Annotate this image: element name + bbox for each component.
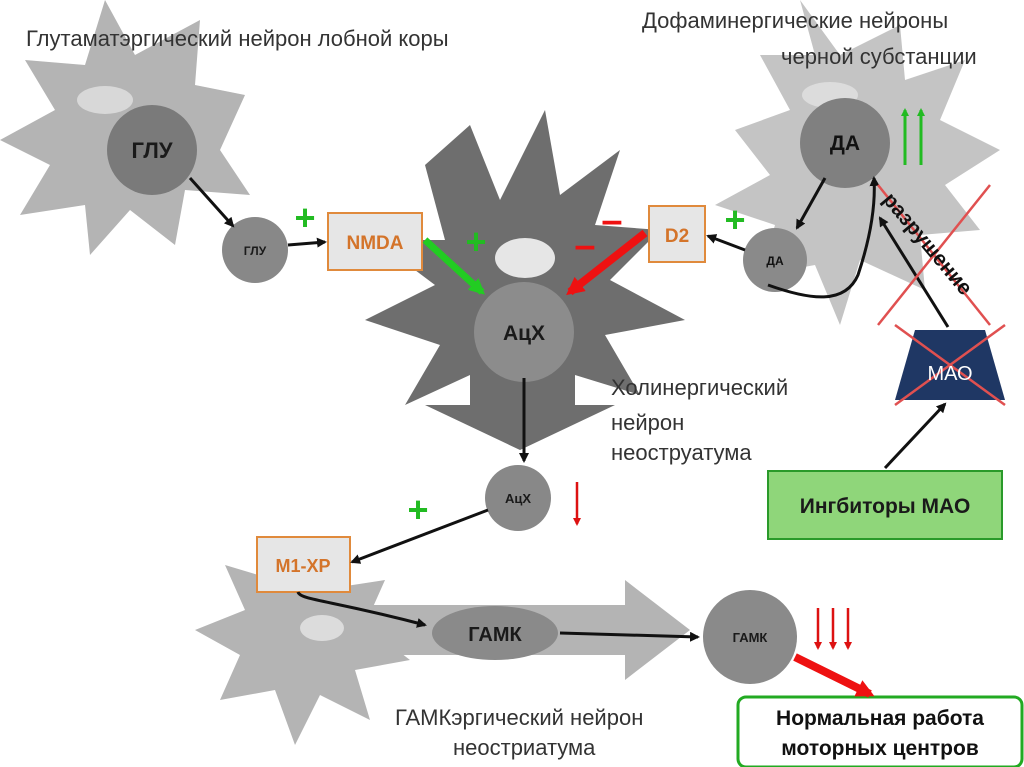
arrow-gaba-to-gaba [559,631,700,642]
plus-sign-ach: + [465,221,486,262]
dopaminergic-neuron-label-1: Дофаминергические нейроны [642,8,948,33]
arrow-da-to-d2 [706,234,746,252]
ach-big-label: АцХ [503,322,545,345]
arrow-inhibitors-to-mao [883,402,947,470]
m1-receptor-box [256,536,351,593]
cholinergic-neuron-label-1: Холинергический [611,375,788,400]
triple-down-arrow-icon [814,608,852,650]
arrow-da-reuptake [767,176,880,299]
plus-sign-m1: + [407,489,428,530]
minus-sign-ach: – [574,225,595,267]
plus-sign-d2: + [724,199,745,240]
glu-small-label: ГЛУ [244,244,267,258]
ach-small-circle [485,465,551,531]
da-big-label: ДА [830,132,860,155]
mao-label: МАО [927,363,972,385]
dopaminergic-neuron-label-2: черной субстанции [781,44,977,69]
gabaergic-neuron-label-1: ГАМКэргический нейрон [395,705,643,730]
gabaergic-neuron-nucleus [300,615,344,641]
nmda-receptor-box [327,212,423,271]
gaba-small-circle [703,590,797,684]
nmda-label: NMDA [347,233,404,254]
double-up-arrow-icon [901,108,925,165]
arrow-m1-to-gaba [296,591,427,628]
da-small-label: ДА [766,254,784,268]
plus-sign-nmda: + [294,197,315,238]
glutamatergic-neuron-nucleus [77,86,133,114]
gabaergic-neuron-shape [195,545,410,745]
gaba-small-label: ГАМК [733,630,768,645]
outcome-label-1: Нормальная работа [776,707,984,730]
da-small-circle [743,228,807,292]
da-big-circle [800,98,890,188]
mao-inhibitors-box [767,470,1003,540]
glu-big-circle [107,105,197,195]
outcome-box [736,695,1024,767]
m1-label: М1-ХР [275,556,330,576]
arrow-da-release [795,177,827,230]
glu-big-label: ГЛУ [131,138,172,163]
ach-big-circle [474,282,574,382]
arrow-mao-destruction [878,216,950,328]
arrow-ach-to-m1 [350,508,489,564]
gaba-big-label: ГАМК [468,624,522,646]
arrow-d2-to-ach [566,229,648,296]
glutamatergic-neuron-label: Глутаматэргический нейрон лобной коры [26,26,449,51]
mao-inhibitors-label: Ингбиторы МАО [800,495,971,518]
glu-small-circle [222,217,288,283]
outcome-label-2: моторных центров [781,737,979,760]
gabaergic-neuron-label-2: неостриатума [453,735,596,760]
gaba-big-ellipse [432,606,558,660]
d2-receptor-box [648,205,706,263]
cholinergic-neuron-label-3: неоструатума [611,440,752,465]
arrow-glu-to-nmda [287,237,327,248]
minus-sign-d2: – [601,200,622,242]
ach-small-label: АцХ [505,491,531,506]
cholinergic-neuron-shape [365,110,685,450]
arrow-gaba-to-outcome [793,653,875,698]
d2-label: D2 [665,226,689,247]
destruction-cross-icon [877,184,991,326]
arrow-nmda-to-ach [422,237,485,295]
cholinergic-neuron-nucleus [495,238,555,278]
cholinergic-neuron-label-2: нейрон [611,410,684,435]
arrow-glu-to-glu [188,176,235,228]
mao-cross-icon [894,323,1006,407]
